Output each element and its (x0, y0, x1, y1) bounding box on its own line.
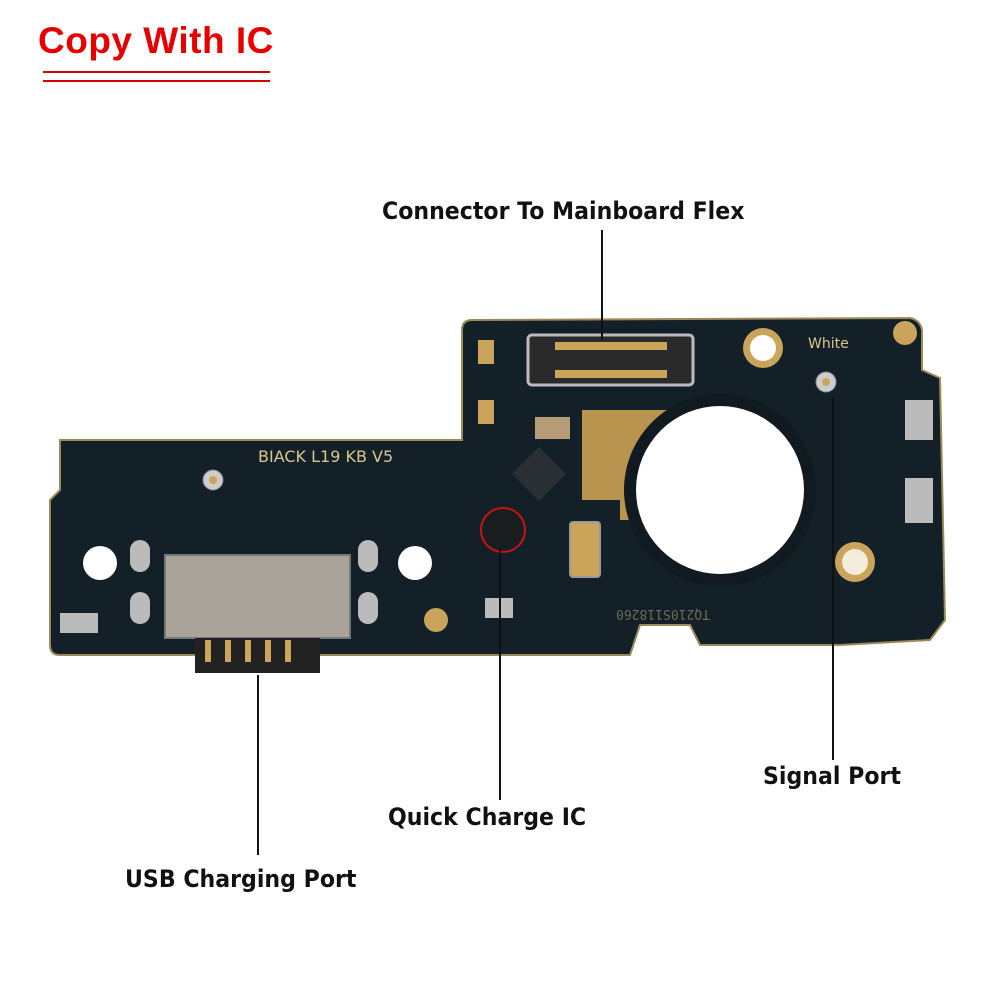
leader-line-connector (601, 230, 603, 340)
label-quick-charge-ic: Quick Charge IC (388, 803, 587, 831)
label-signal-port: Signal Port (763, 762, 901, 790)
leader-line-usb (257, 675, 259, 855)
board-silkscreen-model: BIACK L19 KB V5 (258, 447, 393, 466)
title-underline (43, 80, 270, 82)
usb-c-port (164, 554, 351, 639)
mounting-hole (83, 546, 117, 580)
quick-charge-ic (486, 512, 520, 546)
title-underline (43, 71, 270, 73)
mounting-hole (398, 546, 432, 580)
board-silkscreen-white: White (808, 336, 849, 352)
board-serial: TQ210S118260 (616, 606, 710, 621)
microphone (569, 521, 601, 578)
label-usb-port: USB Charging Port (125, 865, 357, 893)
label-connector: Connector To Mainboard Flex (382, 197, 745, 225)
leader-line-quick-charge (499, 548, 501, 800)
leader-line-signal-port (832, 398, 834, 760)
quick-charge-ic-highlight (480, 507, 526, 553)
page-title: Copy With IC (38, 20, 274, 61)
